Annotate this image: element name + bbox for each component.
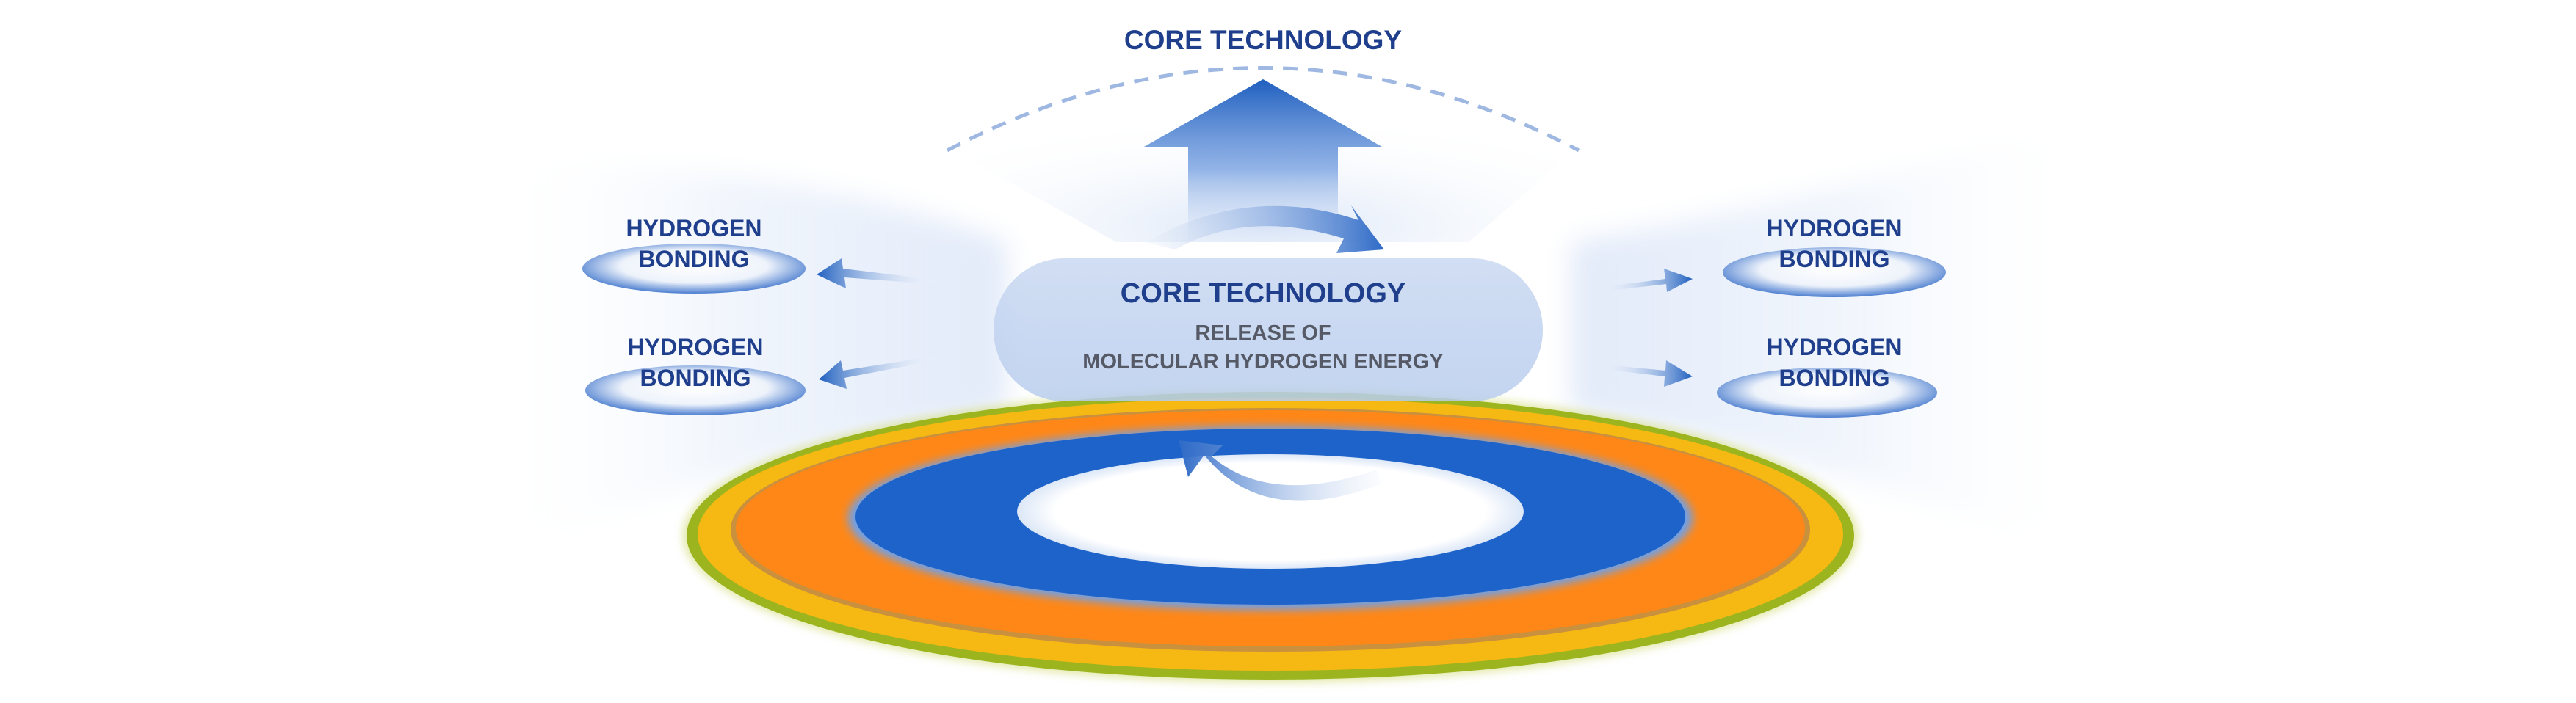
center-box-subtitle-line1: RELEASE OF [1195, 321, 1331, 345]
arrow-right-top [1597, 269, 1693, 292]
bonding-oval [1723, 247, 1946, 297]
top-dashed-arc [946, 66, 1580, 153]
ring-inner-white [1017, 454, 1524, 569]
arrow-left-bottom [819, 355, 940, 389]
bonding-oval [582, 244, 806, 294]
lower-curved-arrow [1179, 440, 1381, 501]
hydrogen-bonding-right-top: HYDROGEN BONDING [1723, 215, 1946, 297]
upper-curved-arrow [1146, 205, 1384, 253]
hydrogen-bonding-right-bottom: HYDROGEN BONDING [1717, 334, 1937, 418]
center-box-title: CORE TECHNOLOGY [1121, 278, 1405, 309]
bonding-label-line2: BONDING [640, 365, 750, 391]
hydrogen-bonding-left-bottom: HYDROGEN BONDING [585, 334, 806, 415]
right-light-fan [1571, 117, 2100, 558]
bonding-label-line2: BONDING [1779, 365, 1889, 391]
bonding-label-line1: HYDROGEN [626, 215, 762, 241]
bonding-label-line2: BONDING [1779, 246, 1889, 272]
center-box-subtitle-line2: MOLECULAR HYDROGEN ENERGY [1082, 350, 1443, 374]
bonding-label-line2: BONDING [638, 246, 749, 272]
bonding-label-line1: HYDROGEN [1767, 215, 1903, 241]
bonding-label-line1: HYDROGEN [628, 334, 764, 360]
arrow-right-bottom [1597, 360, 1693, 387]
center-box [994, 258, 1543, 401]
bonding-oval [1717, 368, 1937, 418]
bonding-oval [585, 365, 806, 415]
bonding-label-line1: HYDROGEN [1767, 334, 1903, 360]
energy-rings [683, 389, 1858, 682]
hydrogen-bonding-left-top: HYDROGEN BONDING [582, 215, 806, 294]
arrow-left-top [817, 258, 940, 288]
big-up-arrow [1144, 79, 1382, 242]
top-title: CORE TECHNOLOGY [1124, 25, 1403, 55]
